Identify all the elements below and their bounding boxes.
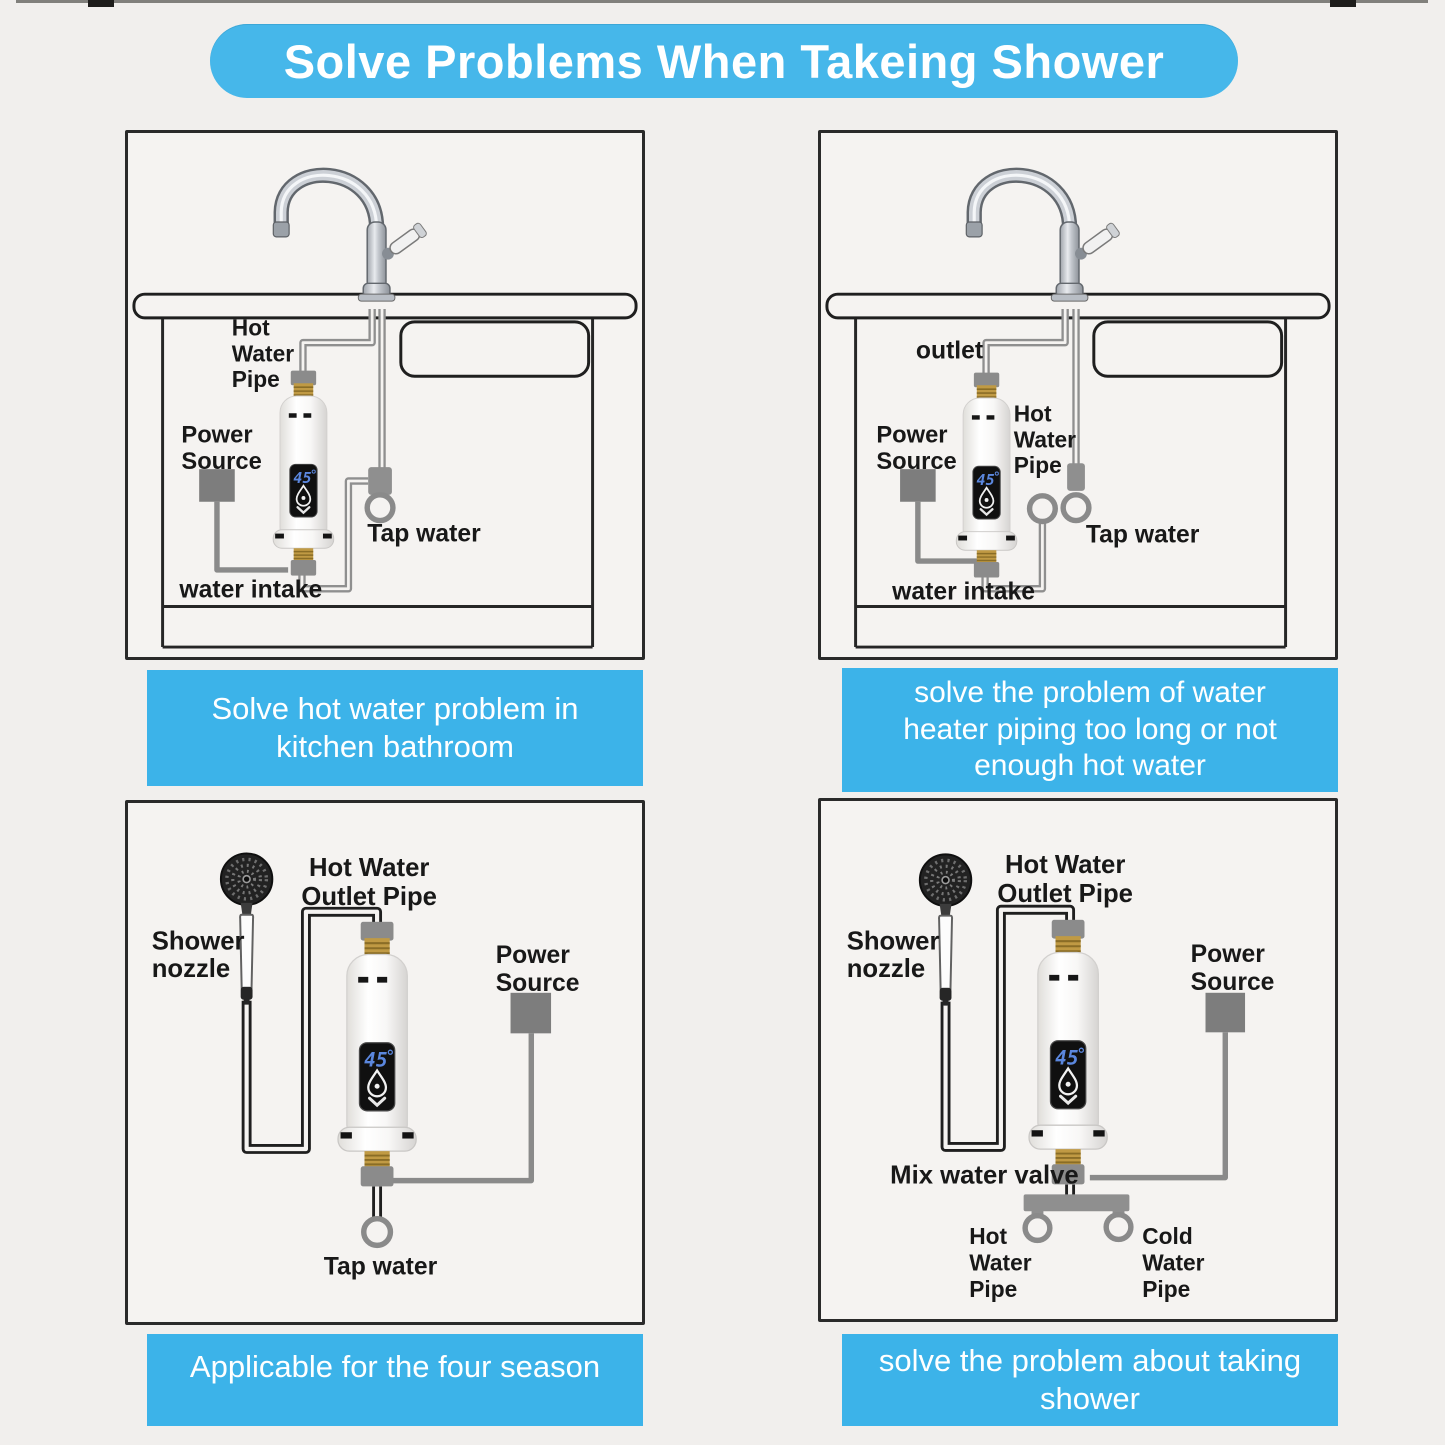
tap-water-label: Tap water	[1086, 521, 1200, 548]
hot-water-pipe-label: Hot	[232, 315, 270, 341]
caption-shower-right: solve the problem about taking shower	[842, 1334, 1338, 1426]
panel-kitchen-right: outlet Hot Water Pipe Power Source Tap w…	[818, 130, 1338, 660]
tap-water-ring-connector	[364, 492, 396, 524]
shower-nozzle-label: nozzle	[847, 955, 926, 983]
shower-nozzle-label: Shower	[152, 927, 245, 955]
hot-water-pipe-label: Water	[1014, 426, 1076, 452]
hot-water-pipe-label: Pipe	[1014, 452, 1062, 478]
caption-text: Solve hot water problem in kitchen bathr…	[211, 691, 579, 764]
power-source-box	[199, 469, 235, 502]
power-source-label: Source	[181, 449, 261, 475]
tap-water-label: Tap water	[324, 1254, 438, 1281]
panel-kitchen-left: Hot Water Pipe Power Source Tap water wa…	[125, 130, 645, 660]
tap-water-label: Tap water	[367, 520, 481, 547]
title-banner: Solve Problems When Takeing Shower	[210, 24, 1238, 98]
pipes	[915, 309, 1092, 593]
power-source-box	[900, 469, 936, 502]
shower-nozzle-label: nozzle	[152, 955, 230, 983]
tap-water-ring-connector	[361, 1215, 394, 1249]
hot-water-pipe-label: Water	[969, 1250, 1031, 1276]
cold-water-pipe-label: Pipe	[1142, 1276, 1190, 1302]
pipes	[214, 309, 396, 593]
outlet-label: outlet	[916, 337, 983, 364]
panel-shower-left: Hot Water Outlet Pipe Shower nozzle Powe…	[125, 800, 645, 1325]
caption-kitchen-right: solve the problem of water heater piping…	[842, 668, 1338, 792]
hot-water-outlet-pipe-label: Outlet Pipe	[997, 880, 1133, 908]
water-intake-pipe-line	[983, 520, 1044, 591]
power-source-label: Power	[1191, 941, 1266, 968]
crop-artifact-line	[16, 0, 1428, 3]
hot-water-outlet-pipe-label: Hot Water	[309, 854, 429, 882]
tap-water-ring-connector	[1060, 492, 1092, 524]
shower-nozzle-label: Shower	[847, 927, 940, 955]
caption-text: solve the problem of water heater piping…	[903, 676, 1277, 783]
power-source-label: Source	[496, 970, 580, 997]
hot-water-outlet-pipe-line	[244, 909, 380, 1152]
pipes	[940, 904, 1228, 1244]
power-source-label: Power	[496, 942, 571, 969]
crop-artifact-tick	[88, 0, 114, 7]
hot-water-pipe-label: Hot	[969, 1223, 1007, 1249]
caption-kitchen-left: Solve hot water problem in kitchen bathr…	[147, 670, 643, 786]
power-source-label: Source	[1191, 969, 1275, 996]
cold-water-pipe-label: Water	[1142, 1250, 1204, 1276]
hot-water-pipe-label: Hot	[1014, 401, 1052, 427]
panel-shower-right: Hot Water Outlet Pipe Shower nozzle Powe…	[818, 798, 1338, 1322]
power-source-box	[1205, 992, 1246, 1033]
water-intake-label: water intake	[178, 577, 322, 604]
power-wire	[392, 1033, 535, 1184]
hot-water-pipe-line	[301, 309, 374, 373]
hot-water-pipe-label: Pipe	[969, 1276, 1017, 1302]
caption-text: solve the problem about taking shower	[878, 1343, 1302, 1416]
pipe-sleeve-fitting	[1067, 463, 1085, 491]
crop-artifact-tick	[1330, 0, 1356, 7]
pipes	[241, 906, 535, 1249]
hot-water-outlet-pipe-label: Hot Water	[1005, 851, 1125, 879]
power-wire	[915, 501, 980, 564]
caption-text: Applicable for the four season	[189, 1349, 601, 1384]
power-source-label: Power	[181, 422, 252, 448]
hot-water-pipe-label: Pipe	[232, 366, 280, 392]
power-source-label: Power	[876, 422, 947, 448]
cold-water-pipe-label: Cold	[1142, 1223, 1192, 1249]
mix-water-valve-label: Mix water valve	[890, 1162, 1078, 1190]
kitchen-diagram-left: Hot Water Pipe Power Source Tap water wa…	[128, 133, 642, 657]
power-wire	[214, 501, 289, 573]
mix-water-valve-bar	[1023, 1194, 1130, 1212]
hot-water-outlet-pipe-line	[943, 907, 1073, 1150]
intake-ring-connector	[1026, 493, 1058, 525]
hot-water-ring-connector	[1022, 1212, 1053, 1244]
hot-water-outlet-pipe-label: Outlet Pipe	[301, 883, 437, 911]
power-source-label: Source	[876, 449, 956, 475]
pipe-elbow-fitting	[368, 467, 392, 495]
water-intake-pipe-line	[300, 479, 369, 591]
page-title: Solve Problems When Takeing Shower	[283, 34, 1165, 88]
shower-diagram-left: Hot Water Outlet Pipe Shower nozzle Powe…	[152, 851, 580, 1281]
caption-shower-left: Applicable for the four season	[147, 1334, 643, 1426]
kitchen-diagram-right: outlet Hot Water Pipe Power Source Tap w…	[821, 133, 1335, 657]
power-wire	[1089, 1032, 1228, 1181]
hot-water-pipe-label: Water	[232, 340, 294, 366]
water-intake-label: water intake	[891, 579, 1035, 606]
power-source-box	[510, 992, 552, 1034]
cold-water-ring-connector	[1103, 1211, 1134, 1243]
outlet-pipe-line	[984, 309, 1067, 375]
shower-diagram-right: Hot Water Outlet Pipe Shower nozzle Powe…	[847, 851, 1275, 1302]
